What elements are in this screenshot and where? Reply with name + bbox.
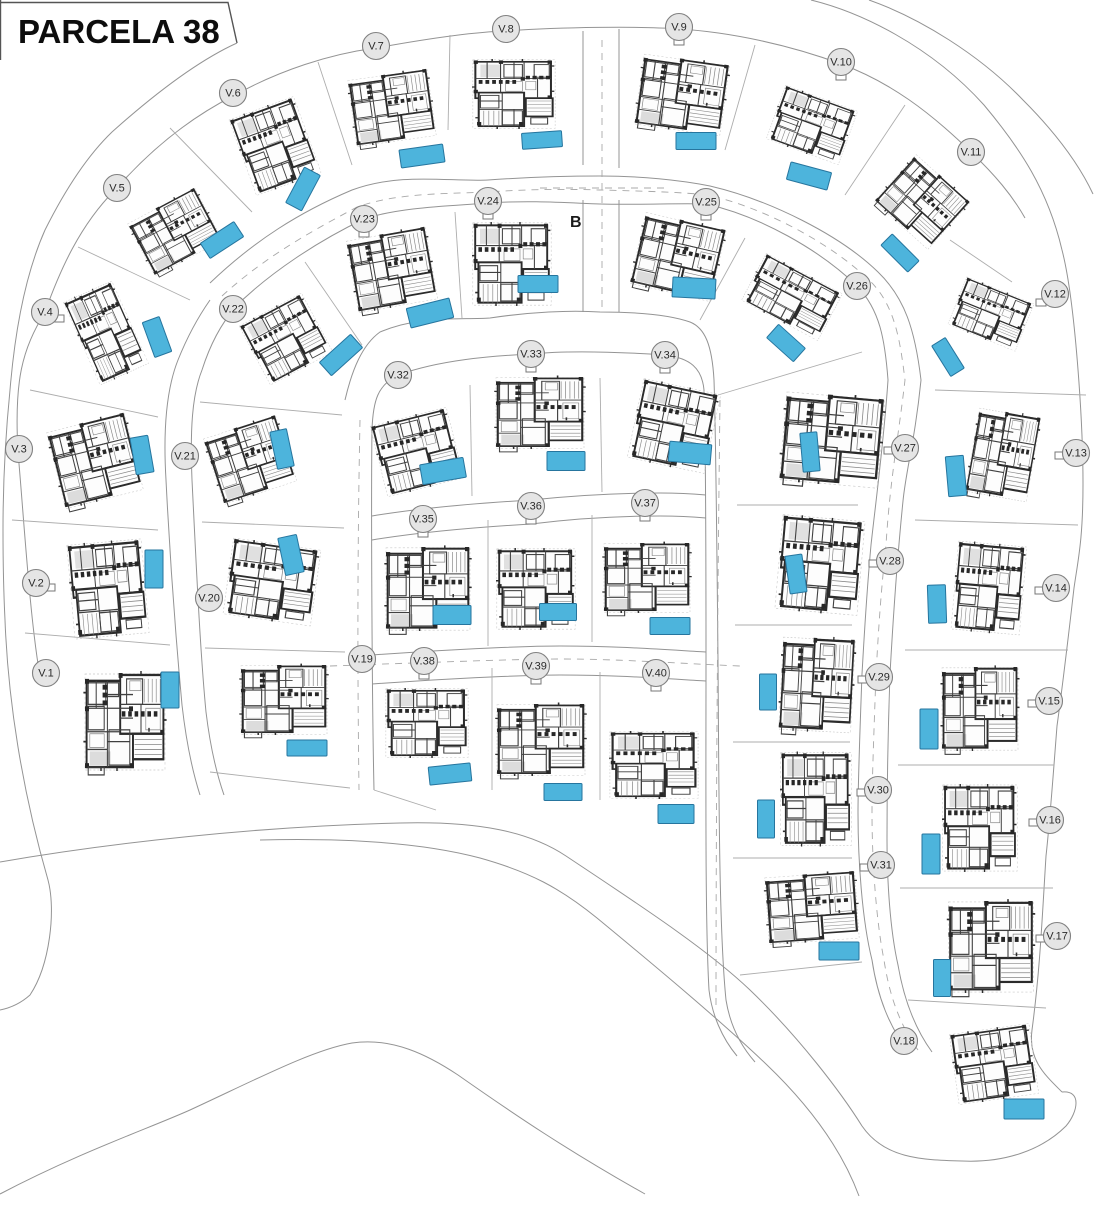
svg-text:V.16: V.16 <box>1039 815 1061 827</box>
svg-text:V.34: V.34 <box>654 350 676 362</box>
svg-text:V.19: V.19 <box>351 654 373 666</box>
svg-text:V.3: V.3 <box>11 444 27 456</box>
svg-text:V.26: V.26 <box>846 281 868 293</box>
svg-text:B: B <box>570 214 582 231</box>
svg-text:V.17: V.17 <box>1046 931 1068 943</box>
svg-text:V.32: V.32 <box>387 370 409 382</box>
svg-text:V.10: V.10 <box>830 57 852 69</box>
svg-text:V.21: V.21 <box>174 451 196 463</box>
svg-text:V.9: V.9 <box>671 22 687 34</box>
svg-text:V.38: V.38 <box>413 656 435 668</box>
svg-text:V.35: V.35 <box>412 514 434 526</box>
svg-text:V.5: V.5 <box>109 183 125 195</box>
svg-text:V.39: V.39 <box>525 661 547 673</box>
svg-text:V.24: V.24 <box>477 196 499 208</box>
svg-text:V.15: V.15 <box>1038 696 1060 708</box>
svg-text:V.2: V.2 <box>28 578 44 590</box>
svg-text:V.27: V.27 <box>894 443 916 455</box>
svg-text:V.12: V.12 <box>1044 289 1066 301</box>
svg-text:V.40: V.40 <box>645 668 667 680</box>
svg-text:V.1: V.1 <box>38 668 54 680</box>
svg-text:V.33: V.33 <box>520 349 542 361</box>
svg-text:V.14: V.14 <box>1045 583 1067 595</box>
svg-text:V.22: V.22 <box>222 304 244 316</box>
svg-text:V.11: V.11 <box>961 147 982 159</box>
svg-text:PARCELA 38: PARCELA 38 <box>18 13 220 50</box>
svg-text:V.30: V.30 <box>867 785 889 797</box>
svg-text:V.25: V.25 <box>695 197 717 209</box>
svg-text:V.37: V.37 <box>634 498 656 510</box>
svg-text:V.20: V.20 <box>198 593 220 605</box>
svg-text:V.4: V.4 <box>37 307 53 319</box>
svg-text:V.8: V.8 <box>498 24 514 36</box>
svg-text:V.28: V.28 <box>879 556 901 568</box>
svg-text:V.6: V.6 <box>225 88 241 100</box>
svg-text:V.36: V.36 <box>520 501 542 513</box>
svg-text:V.23: V.23 <box>353 214 375 226</box>
svg-text:V.7: V.7 <box>368 41 384 53</box>
svg-text:V.31: V.31 <box>870 860 892 872</box>
svg-text:V.29: V.29 <box>868 672 890 684</box>
svg-text:V.18: V.18 <box>893 1036 915 1048</box>
svg-text:V.13: V.13 <box>1065 448 1087 460</box>
